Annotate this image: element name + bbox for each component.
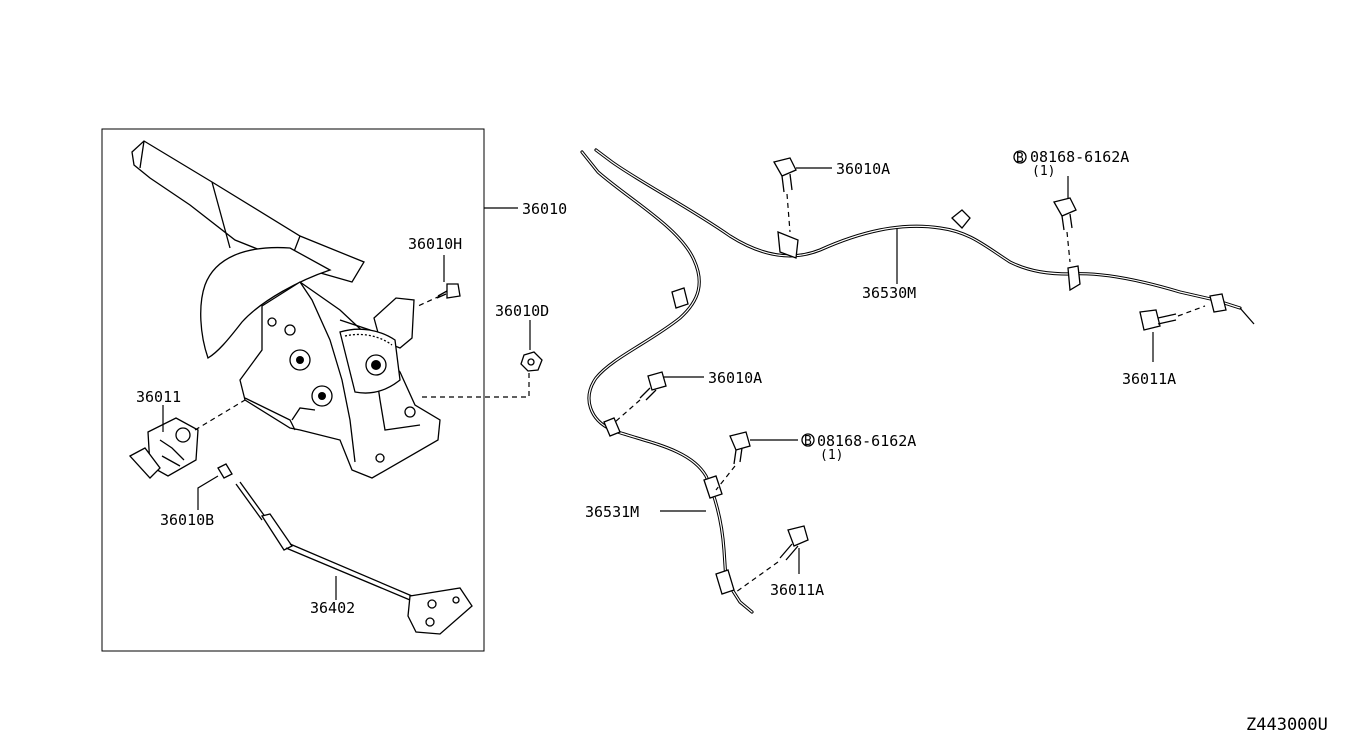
bolt-08168-top: [1053, 197, 1077, 231]
callout-clip-b: 36010B: [160, 511, 214, 529]
rod-36402: [235, 481, 473, 635]
callout-rod: 36402: [310, 599, 355, 617]
rear-cable-rh: [594, 148, 1255, 325]
parking-brake-lever: [131, 140, 441, 479]
bolt-08168-mid: [729, 431, 751, 465]
bolt-36011a-right: [1139, 309, 1177, 331]
callout-lever-assy: 36010: [522, 200, 567, 218]
callout-switch: 36011: [136, 388, 181, 406]
callout-bolt-a-top: 36010A: [836, 160, 890, 178]
callout-bolt-lower: 36011A: [770, 581, 824, 599]
callout-bolt-b-top: 08168-6162A: [1030, 148, 1129, 166]
callout-nut-d: 36010D: [495, 302, 549, 320]
diagram-id: Z443000U: [1246, 715, 1328, 735]
rear-cable-lh: [580, 150, 754, 614]
lever-assembly-frame: [101, 128, 485, 652]
bolt-symbol-top-letter: B: [1016, 151, 1024, 166]
bolt-symbol-mid: [801, 433, 815, 447]
callout-rear-cable-rh: 36530M: [862, 284, 916, 302]
bolt-36010h: [436, 283, 461, 299]
switch-36011: [128, 417, 199, 479]
clip-36010b: [217, 463, 233, 479]
callout-bolt-right: 36011A: [1122, 370, 1176, 388]
bolt-36010a-mid: [639, 371, 667, 401]
callout-rear-cable-lh: 36531M: [585, 503, 639, 521]
bolt-symbol-mid-letter: B: [804, 434, 812, 449]
callout-bolt-b-mid-qty: (1): [820, 448, 843, 463]
bolt-36011a-lower: [779, 525, 809, 561]
callout-bolt-h: 36010H: [408, 235, 462, 253]
bolt-36010a-top: [773, 157, 797, 193]
nut-36010d: [520, 351, 543, 372]
callout-bolt-b-mid: 08168-6162A: [817, 432, 916, 450]
bolt-symbol-top: [1013, 150, 1027, 164]
callout-bolt-b-top-qty: (1): [1032, 164, 1055, 179]
callout-bolt-a-mid: 36010A: [708, 369, 762, 387]
